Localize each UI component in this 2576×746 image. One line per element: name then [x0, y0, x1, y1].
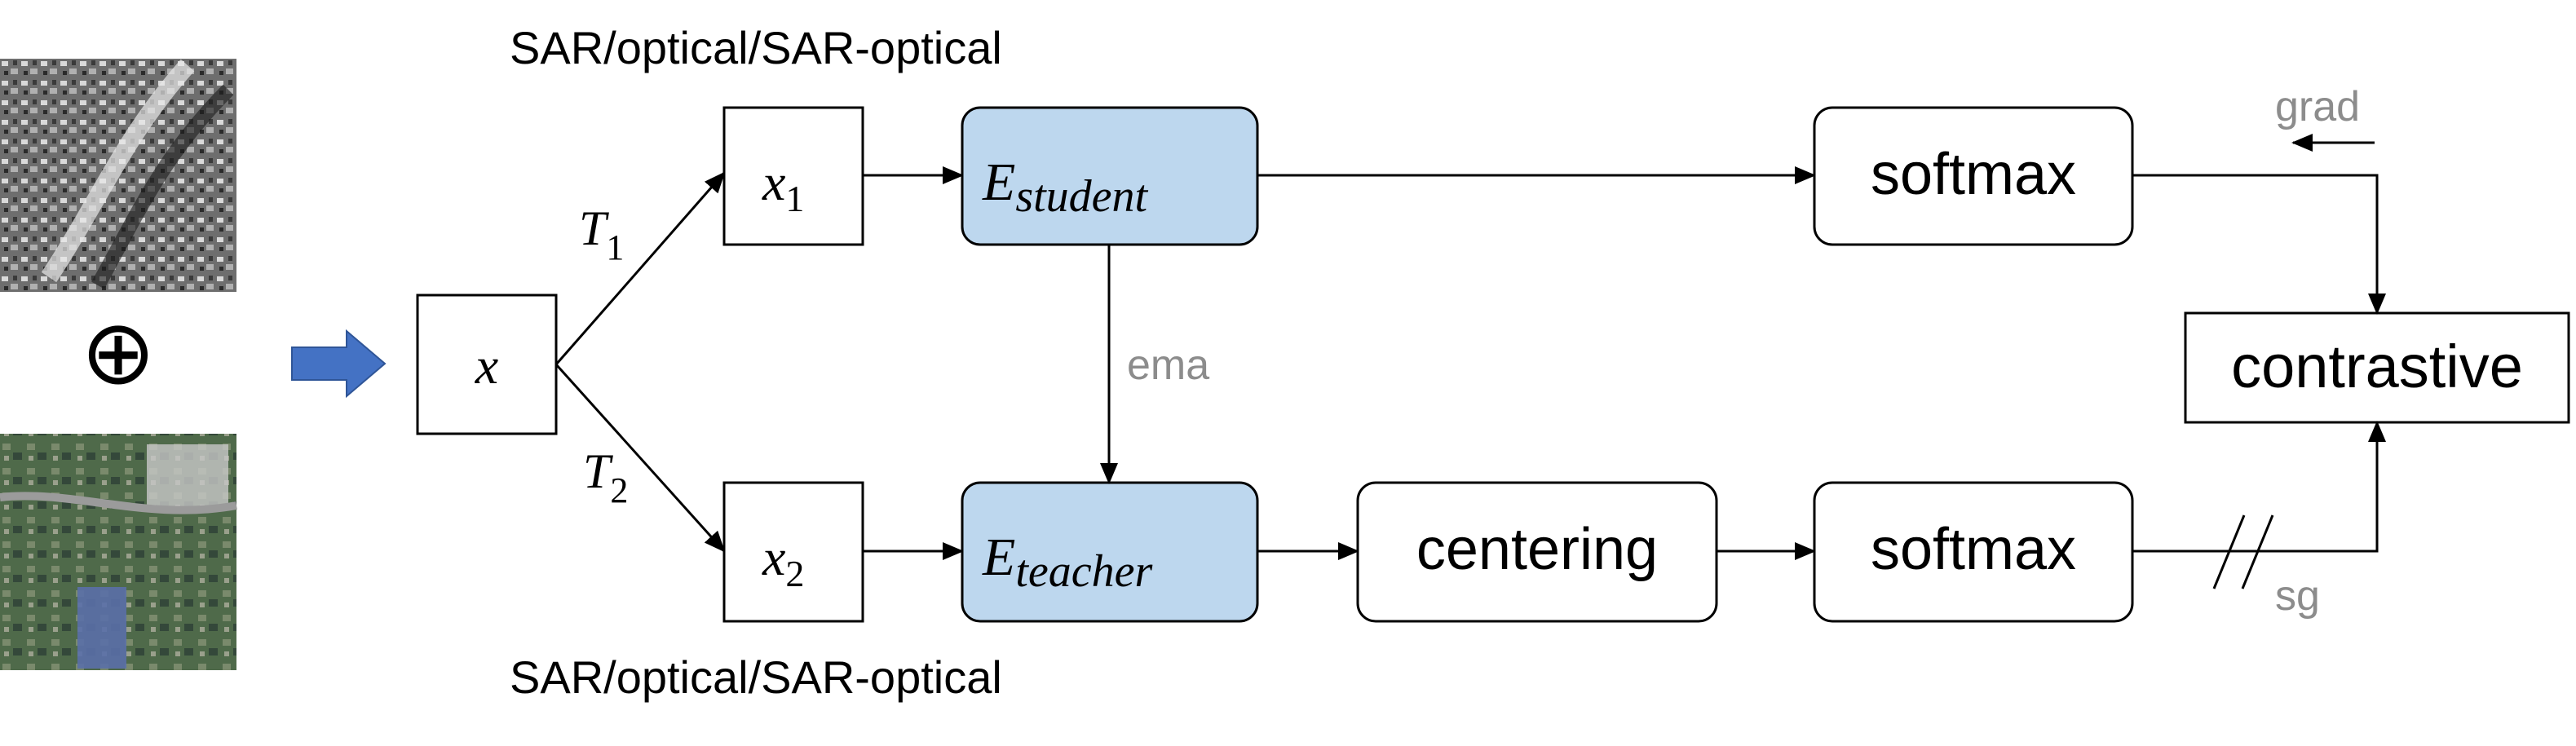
stop-grad-mark-1 — [2212, 514, 2246, 589]
bottom-modality-label: SAR/optical/SAR-optical — [510, 651, 1002, 703]
teacher-encoder: Eteacher — [961, 481, 1259, 623]
softmax-top-box: softmax — [1813, 106, 2134, 246]
grad-label: grad — [2275, 83, 2360, 130]
input-arrow — [291, 329, 387, 399]
centering-box: centering — [1356, 481, 1718, 623]
contrastive-loss-box: contrastive — [2184, 311, 2570, 424]
transform-t1: T1 — [579, 201, 624, 267]
softmax-bottom-box: softmax — [1813, 481, 2134, 623]
view-x1-symbol: x1 — [762, 153, 804, 219]
stop-grad-mark-2 — [2241, 514, 2274, 589]
softmax-bottom-to-loss-arrow — [2132, 421, 2386, 553]
ema-label: ema — [1127, 342, 1209, 389]
combine-symbol: ⊕ — [81, 302, 156, 403]
contrastive-label: contrastive — [2231, 333, 2523, 400]
sar-image — [0, 59, 236, 292]
view-x2-box: x2 — [722, 481, 864, 623]
softmax-top-to-loss-arrow — [2132, 174, 2386, 315]
input-x-symbol: x — [475, 337, 498, 395]
centering-label: centering — [1416, 517, 1658, 582]
t1-branch-line — [555, 171, 726, 365]
teacher-encoder-symbol: Eteacher — [982, 527, 1152, 597]
view-x1-box: x1 — [722, 106, 864, 246]
transform-t2: T2 — [583, 444, 628, 510]
student-encoder: Estudent — [961, 106, 1259, 246]
softmax-bottom-label: softmax — [1871, 517, 2076, 582]
sg-label: sg — [2275, 572, 2320, 620]
softmax-top-label: softmax — [1871, 142, 2076, 207]
optical-image — [0, 434, 237, 670]
t2-branch-line — [555, 363, 726, 553]
view-x2-symbol: x2 — [762, 528, 804, 594]
top-modality-label: SAR/optical/SAR-optical — [510, 22, 1002, 73]
student-encoder-symbol: Estudent — [982, 152, 1149, 222]
input-x-box: x — [416, 294, 558, 435]
